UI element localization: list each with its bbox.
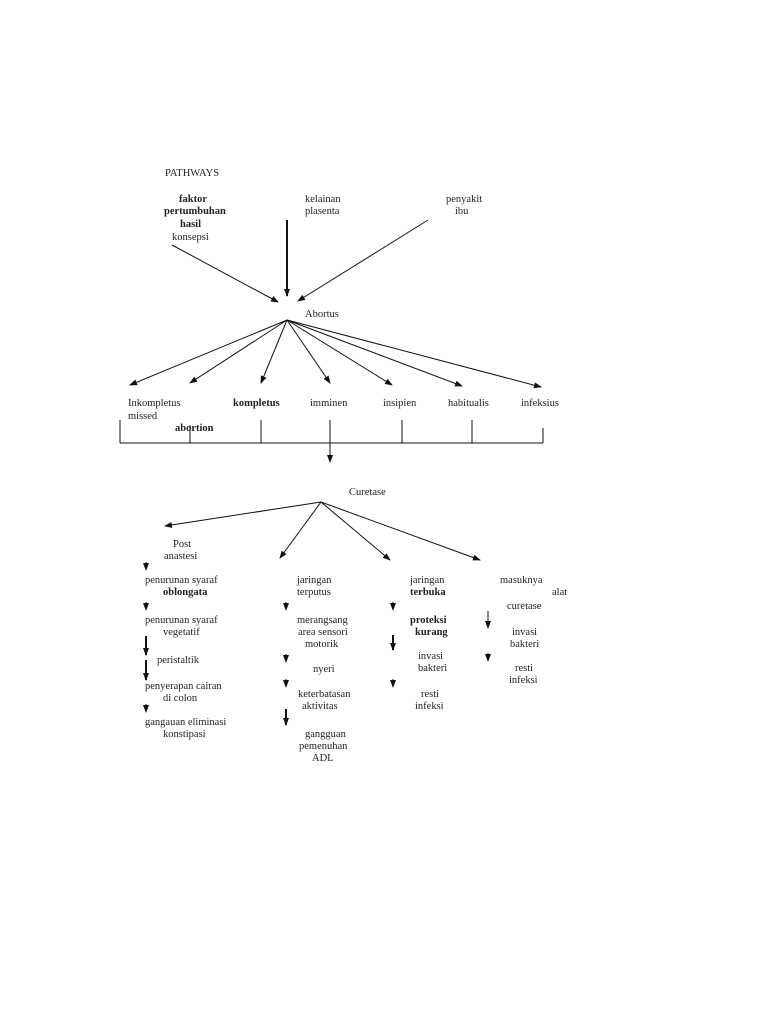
cause-text: hasil [180, 219, 201, 230]
node-text: area sensori [298, 627, 348, 638]
type-imminen: imminen [310, 398, 348, 409]
cause-text: penyakit [446, 194, 482, 205]
node-text: terputus [297, 587, 331, 598]
type-abortion: abortion [175, 423, 214, 434]
node-text: curetase [507, 601, 542, 612]
node-text: jaringan [409, 575, 445, 586]
type-infeksius: infeksius [521, 398, 559, 409]
node-text: konstipasi [163, 729, 206, 740]
type-habitualis: habitualis [448, 398, 489, 409]
node-text: merangsang [297, 615, 348, 626]
arrow [129, 319, 288, 386]
cause-text: faktor [179, 194, 207, 205]
node-text: jaringan [296, 575, 332, 586]
node-text: Post [173, 539, 191, 550]
arrow [279, 501, 322, 559]
type-kompletus: kompletus [233, 398, 280, 409]
cause-text: plasenta [305, 206, 340, 217]
node-text: invasi [418, 651, 443, 662]
node-text: oblongata [163, 587, 208, 598]
node-text: pemenuhan [299, 741, 348, 752]
node-text: resti [515, 663, 533, 674]
branch-post-anastesi: Post anastesi penurunan syaraf oblongata… [143, 539, 226, 740]
node-text: penyerapan cairan [145, 681, 222, 692]
arrow [320, 501, 481, 561]
branch-jaringan-terputus: jaringan terputus merangsang area sensor… [283, 575, 351, 764]
cause-faktor: faktor pertumbuhan hasil konsepsi [164, 194, 226, 243]
node-text: kurang [415, 627, 448, 638]
node-text: gangguan [305, 729, 347, 740]
node-text: alat [552, 587, 567, 598]
node-text: proteksi [410, 615, 447, 626]
type-insipien: insipien [383, 398, 417, 409]
node-text: aktivitas [302, 701, 338, 712]
arrow [297, 219, 429, 302]
arrow [320, 501, 391, 561]
cause-penyakit: penyakit ibu [446, 194, 482, 217]
node-text: invasi [512, 627, 537, 638]
bracket [119, 420, 544, 463]
node-text: resti [421, 689, 439, 700]
abortus-fan-arrows [129, 319, 542, 389]
node-text: keterbatasan [298, 689, 351, 700]
arrow [189, 319, 288, 384]
cause-kelainan: kelainan plasenta [305, 194, 341, 217]
node-text: terbuka [410, 587, 446, 598]
node-text: anastesi [164, 551, 197, 562]
node-text: penurunan syaraf [145, 615, 218, 626]
node-text: penurunan syaraf [145, 575, 218, 586]
branch-jaringan-terbuka: jaringan terbuka proteksi kurang invasi … [390, 575, 448, 712]
cause-text: ibu [455, 206, 469, 217]
node-text: motorik [305, 639, 339, 650]
node-text: peristaltik [157, 655, 200, 666]
arrow [286, 319, 463, 387]
node-text: nyeri [313, 664, 335, 675]
node-text: bakteri [418, 663, 447, 674]
curetase-node: Curetase [349, 487, 386, 498]
center-node-abortus: Abortus [305, 309, 339, 320]
arrow [286, 319, 393, 386]
node-text: ADL [312, 753, 334, 764]
type-inkompletus: Inkompletus [128, 398, 181, 409]
diagram-title: PATHWAYS [165, 168, 219, 179]
branch-masuknya-alat: masuknya alat curetase invasi bakteri re… [485, 575, 567, 686]
arrow [260, 319, 288, 384]
cause-text: konsepsi [172, 232, 209, 243]
arrow [164, 501, 322, 528]
arrow [286, 319, 331, 384]
cause-text: kelainan [305, 194, 341, 205]
node-text: infeksi [509, 675, 538, 686]
node-text: gangauan eliminasi [145, 717, 226, 728]
node-text: bakteri [510, 639, 539, 650]
node-text: vegetatif [163, 627, 200, 638]
arrow [171, 244, 279, 303]
node-text: infeksi [415, 701, 444, 712]
node-text: di colon [163, 693, 198, 704]
type-missed: missed [128, 411, 158, 422]
node-text: masuknya [500, 575, 543, 586]
cause-text: pertumbuhan [164, 206, 226, 217]
arrow [286, 319, 542, 389]
